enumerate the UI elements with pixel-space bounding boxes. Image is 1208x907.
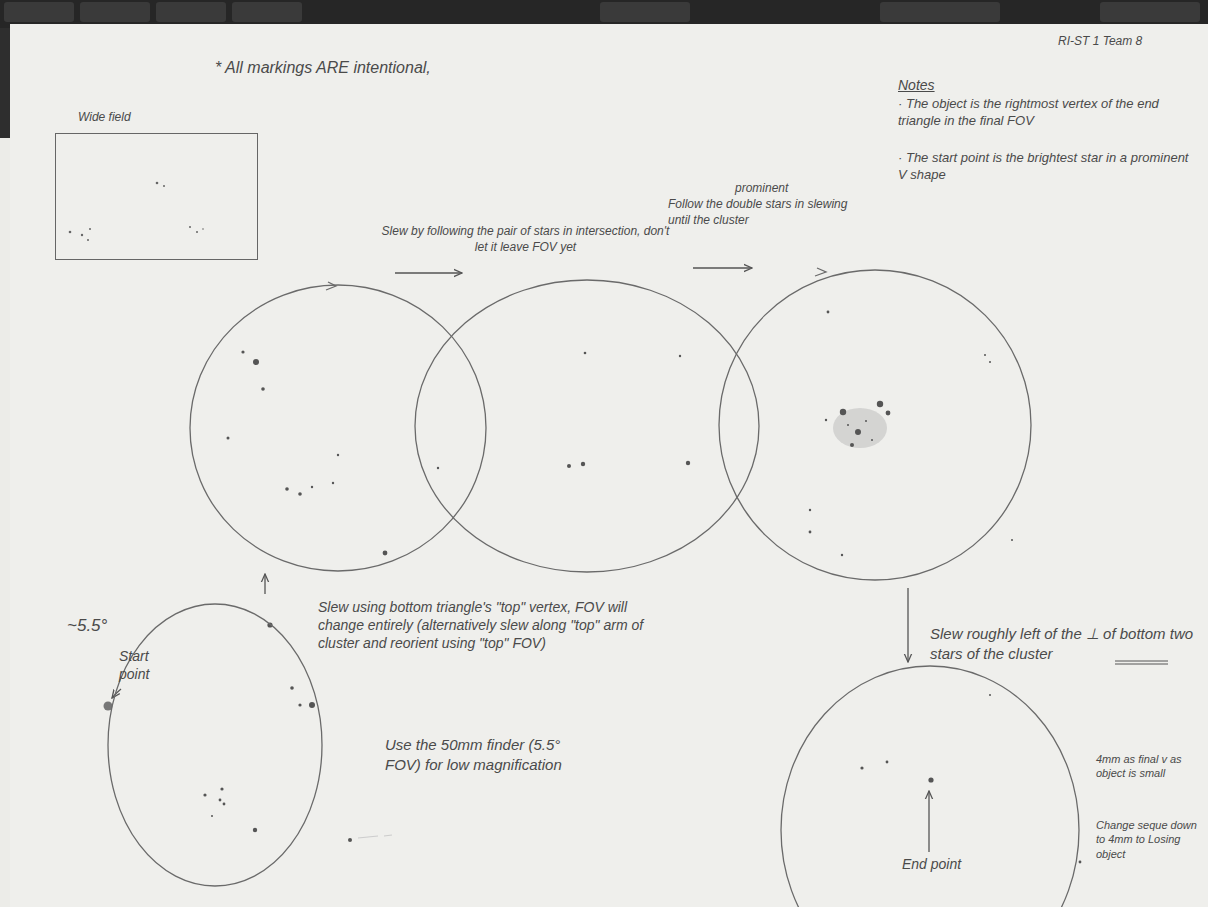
circle-outline [107, 603, 323, 887]
slew-arrows [112, 268, 929, 852]
note: · The start point is the brightest star … [898, 150, 1198, 184]
fov-size: ~5.5° [67, 615, 127, 637]
star-cluster [825, 401, 891, 448]
slew-instruction: Slew by following the pair of stars in i… [378, 224, 673, 255]
slew-instruction: Slew roughly left of the ⊥ of bottom two… [930, 624, 1198, 663]
finder-circle: ~5.5°Start point [107, 603, 323, 887]
underline [1115, 661, 1168, 664]
start-label: Start point [119, 647, 177, 683]
finder-stars [104, 622, 353, 842]
note: · The object is the rightmost vertex of … [898, 96, 1198, 130]
side-note: Change seque down to 4mm to Losing objec… [1096, 818, 1204, 861]
final-stars [860, 694, 1081, 863]
wide-field-stars [69, 182, 204, 241]
end-label: End point [902, 855, 1012, 873]
keys [4, 2, 1200, 22]
keyboard-edge [0, 28, 10, 138]
finder-note: Use the 50mm finder (5.5° FOV) for low m… [385, 735, 565, 774]
box-heading: Wide field [78, 110, 218, 126]
eyepiece-fov [190, 268, 1031, 580]
fov-stars [227, 311, 1014, 557]
keyboard [0, 0, 1208, 28]
slew-instruction: Slew using bottom triangle's "top" verte… [318, 598, 668, 653]
notes-title: Notes [898, 76, 978, 94]
insert-word: prominent [735, 181, 825, 197]
note-heading: * All markings ARE intentional, [215, 58, 515, 79]
fov-circle [108, 604, 322, 886]
fov-circle [781, 666, 1079, 907]
slew-instruction: Follow the double stars in slewing until… [668, 197, 863, 228]
wide-field-box: Wide field [55, 133, 258, 260]
team-tag: RI-ST 1 Team 8 [1058, 34, 1198, 50]
side-note: 4mm as final v as object is small [1096, 752, 1204, 781]
paper [10, 24, 1208, 907]
erased-mark [358, 835, 392, 838]
eyepiece-circle: End point [780, 665, 1080, 907]
